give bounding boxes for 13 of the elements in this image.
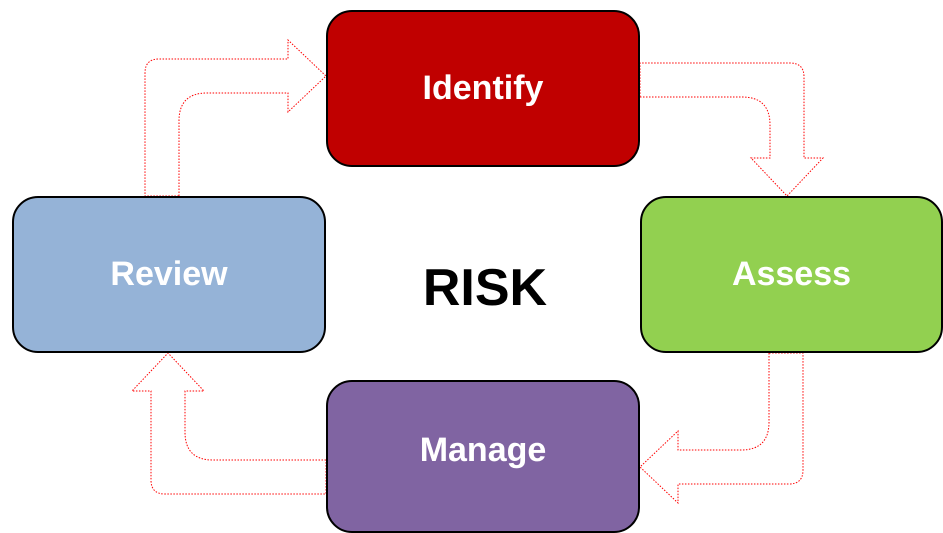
center-label: RISK <box>422 258 548 318</box>
bent-block-arrow <box>144 40 326 196</box>
bent-block-arrow <box>640 62 824 196</box>
process-box <box>640 196 943 353</box>
bent-block-arrow <box>640 352 804 504</box>
box-label: Assess <box>732 255 852 294</box>
process-box <box>326 380 640 533</box>
box-label: Review <box>110 255 228 294</box>
box-label: Identify <box>422 69 544 108</box>
box-label: Manage <box>420 431 546 470</box>
process-box <box>12 196 326 353</box>
process-box <box>326 10 640 167</box>
bent-block-arrow <box>132 352 326 494</box>
